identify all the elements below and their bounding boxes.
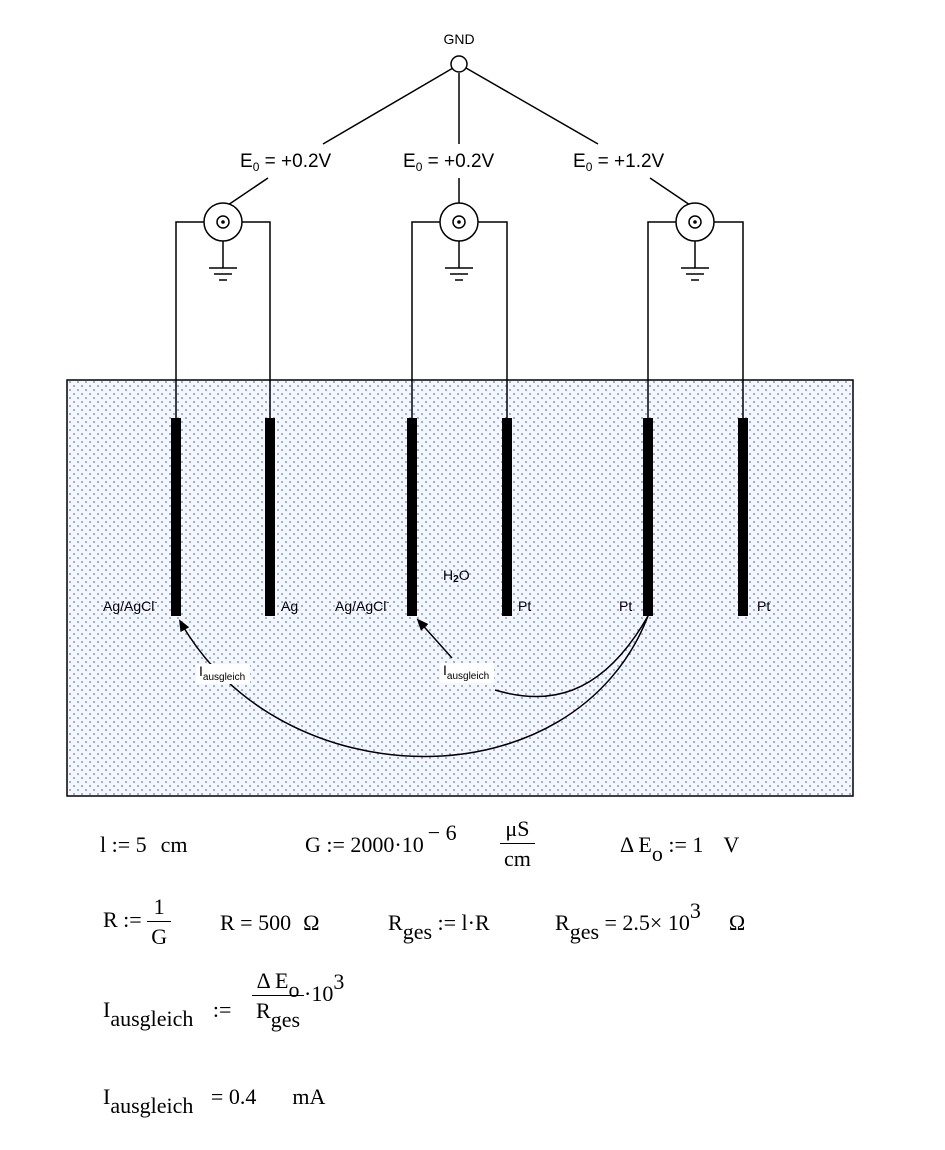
source-3-wire-b bbox=[712, 221, 744, 420]
current-label-bg-2 bbox=[440, 663, 494, 683]
electrode-label-ag-agcl-2: Ag/AgCl- bbox=[335, 597, 389, 614]
formula-current-sub: ausgleich bbox=[110, 1006, 194, 1031]
formula-rges-def-sub: ges bbox=[402, 919, 433, 944]
source-label-left: E0 = +0.2V bbox=[240, 151, 332, 174]
formula-current-numerator: Δ Eo bbox=[252, 968, 305, 1001]
formula-current-value-sub: ausgleich bbox=[110, 1093, 194, 1118]
formula-rges-def: Rges := l·R bbox=[388, 910, 490, 943]
current-path-inner-arrow bbox=[416, 618, 453, 659]
unit-denominator: cm bbox=[504, 846, 531, 871]
formula-current-lhs: I bbox=[103, 997, 111, 1022]
medium-label: H2O bbox=[443, 567, 470, 585]
gnd-node bbox=[450, 55, 468, 73]
formula-current-exp: 3 bbox=[333, 969, 345, 995]
electrode-label-ag-agcl-1: Ag/AgCl- bbox=[103, 597, 157, 614]
formula-rges-value-sub: ges bbox=[569, 919, 600, 944]
electrode-pt-2 bbox=[643, 418, 653, 616]
source-2-pin bbox=[457, 220, 461, 224]
formula-resistance-den: G bbox=[151, 924, 168, 949]
voltage-source-1 bbox=[175, 202, 271, 420]
formula-delta-e-sub: o bbox=[651, 841, 663, 866]
formula-resistance-num: 1 bbox=[147, 896, 172, 922]
source-1-wire-a bbox=[175, 221, 206, 420]
current-path-inner bbox=[494, 615, 649, 698]
voltage-source-2 bbox=[411, 202, 508, 420]
current-path-outer bbox=[179, 615, 649, 758]
source-3-wire-a bbox=[647, 221, 678, 420]
gnd-label: GND bbox=[443, 31, 474, 47]
current-label-bg-1 bbox=[196, 664, 250, 684]
formula-resistance-value: R = 500 Ω bbox=[220, 912, 319, 934]
formula-current-value-rhs: = 0.4 bbox=[205, 1084, 257, 1109]
source-3-pin bbox=[693, 220, 697, 224]
electrolyte-bath-outline bbox=[66, 379, 854, 797]
formula-rges-value-exp: 3 bbox=[689, 898, 701, 923]
formula-conductance: G := 2000·10− 6 bbox=[305, 822, 457, 857]
formula-resistance-value-text: R = 500 bbox=[220, 910, 292, 935]
source-wire-left bbox=[227, 177, 269, 206]
numerator-sub: o bbox=[288, 977, 300, 1002]
formula-conductance-lhs: G := 2000·10 bbox=[305, 832, 424, 857]
formula-rges-value-unit: Ω bbox=[728, 910, 746, 935]
denominator-sub: ges bbox=[270, 1007, 301, 1032]
voltage-source-3 bbox=[647, 202, 744, 420]
electrode-label-pt-3: Pt bbox=[757, 598, 770, 614]
formula-rges-value-lhs: R bbox=[555, 910, 570, 935]
electrode-pt-1 bbox=[502, 418, 512, 616]
formula-rges-value-rhs: = 2.5× 10 bbox=[599, 910, 690, 935]
electrode-ag bbox=[265, 418, 275, 616]
source-label-center: E0 = +0.2V bbox=[403, 151, 495, 174]
electrode-label-ag: Ag bbox=[281, 598, 298, 614]
gnd-wire-left bbox=[322, 67, 454, 145]
source-1-wire-b bbox=[240, 221, 271, 420]
unit-numerator: μS bbox=[500, 818, 535, 844]
formula-length: l := 5 cm bbox=[100, 834, 188, 856]
numerator-delta-e: Δ E bbox=[256, 968, 289, 993]
source-label-right: E0 = +1.2V bbox=[573, 151, 665, 174]
formula-current-value-unit: mA bbox=[292, 1084, 326, 1109]
formula-length-lhs: l := 5 bbox=[100, 832, 147, 857]
formula-current-value-lhs: I bbox=[103, 1084, 111, 1109]
formula-conductance-exp: − 6 bbox=[427, 820, 457, 845]
formula-delta-e-lhs: Δ E bbox=[620, 832, 652, 857]
electrode-pt-3 bbox=[738, 418, 748, 616]
source-2-wire-b bbox=[476, 221, 508, 420]
electrode-ag-agcl-2 bbox=[407, 418, 417, 616]
formula-resistance-lhs: R := bbox=[103, 907, 148, 933]
formula-rges-def-rhs: := l·R bbox=[432, 910, 490, 935]
source-2-wire-a bbox=[411, 221, 442, 420]
current-label-1: Iausgleich bbox=[199, 663, 245, 683]
electrode-label-pt-2: Pt bbox=[619, 598, 632, 614]
formula-delta-e: Δ Eo := 1 V bbox=[620, 832, 740, 865]
gnd-wire-right bbox=[465, 67, 599, 145]
formula-delta-e-unit: V bbox=[723, 832, 740, 857]
formula-current-value: Iausgleich = 0.4 mA bbox=[103, 1084, 326, 1117]
current-label-2: Iausgleich bbox=[443, 662, 489, 682]
formula-rges-value: Rges = 2.5× 103 Ω bbox=[555, 900, 746, 943]
electrode-label-pt-1: Pt bbox=[518, 598, 531, 614]
denominator-r: R bbox=[256, 998, 271, 1023]
formula-length-unit: cm bbox=[160, 832, 188, 857]
formula-resistance-value-unit: Ω bbox=[303, 910, 320, 935]
formula-current-op: := bbox=[207, 997, 232, 1022]
formula-rges-def-lhs: R bbox=[388, 910, 403, 935]
formula-current-factor: ·10 bbox=[304, 981, 334, 1007]
formula-delta-e-op: := 1 bbox=[662, 832, 704, 857]
source-wire-right bbox=[649, 177, 691, 206]
electrode-ag-agcl-1 bbox=[171, 418, 181, 616]
formula-current-def: Iausgleich := bbox=[103, 997, 232, 1030]
formula-current-denominator: Rges bbox=[252, 996, 304, 1031]
source-1-pin bbox=[221, 220, 225, 224]
